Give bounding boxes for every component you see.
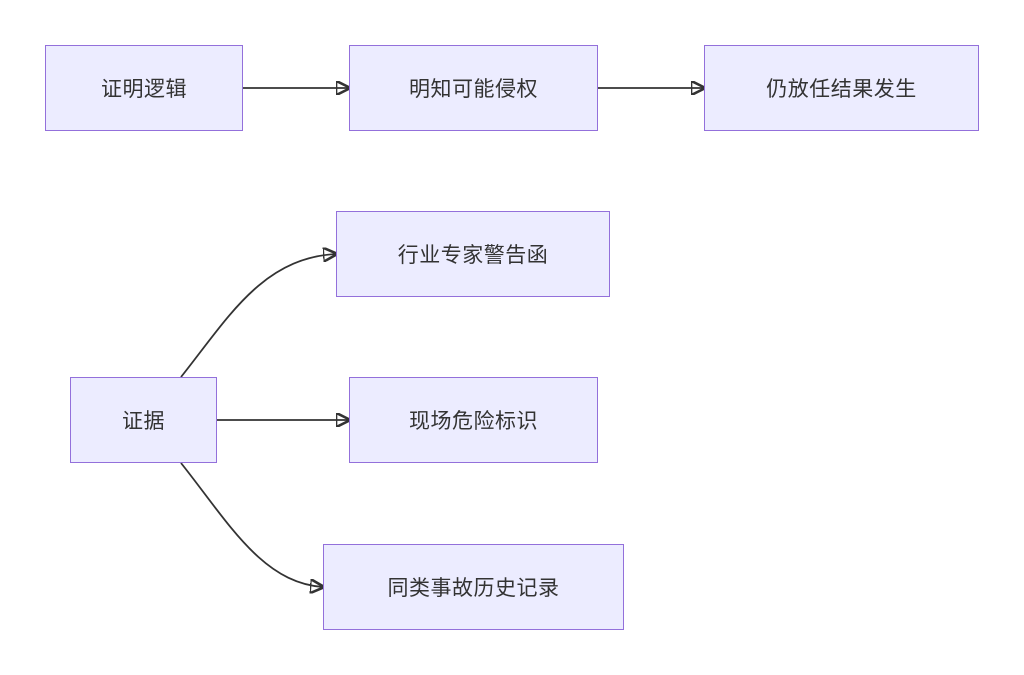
- node-knowing-infringement-label: 明知可能侵权: [409, 77, 538, 101]
- node-expert-warning-letter: 行业专家警告函: [336, 211, 610, 297]
- node-site-hazard-signage-label: 现场危险标识: [409, 409, 538, 433]
- node-proof-logic: 证明逻辑: [45, 45, 243, 131]
- node-evidence: 证据: [70, 377, 217, 463]
- node-proof-logic-label: 证明逻辑: [101, 77, 187, 101]
- node-accident-history: 同类事故历史记录: [323, 544, 624, 630]
- edge-evidence-to-warning: [180, 254, 336, 378]
- node-allow-result: 仍放任结果发生: [704, 45, 979, 131]
- node-knowing-infringement: 明知可能侵权: [349, 45, 598, 131]
- node-expert-warning-letter-label: 行业专家警告函: [397, 243, 549, 267]
- node-evidence-label: 证据: [122, 409, 165, 433]
- node-site-hazard-signage: 现场危险标识: [349, 377, 598, 463]
- node-allow-result-label: 仍放任结果发生: [766, 77, 917, 101]
- edge-evidence-to-history: [180, 462, 323, 587]
- node-accident-history-label: 同类事故历史记录: [387, 576, 560, 600]
